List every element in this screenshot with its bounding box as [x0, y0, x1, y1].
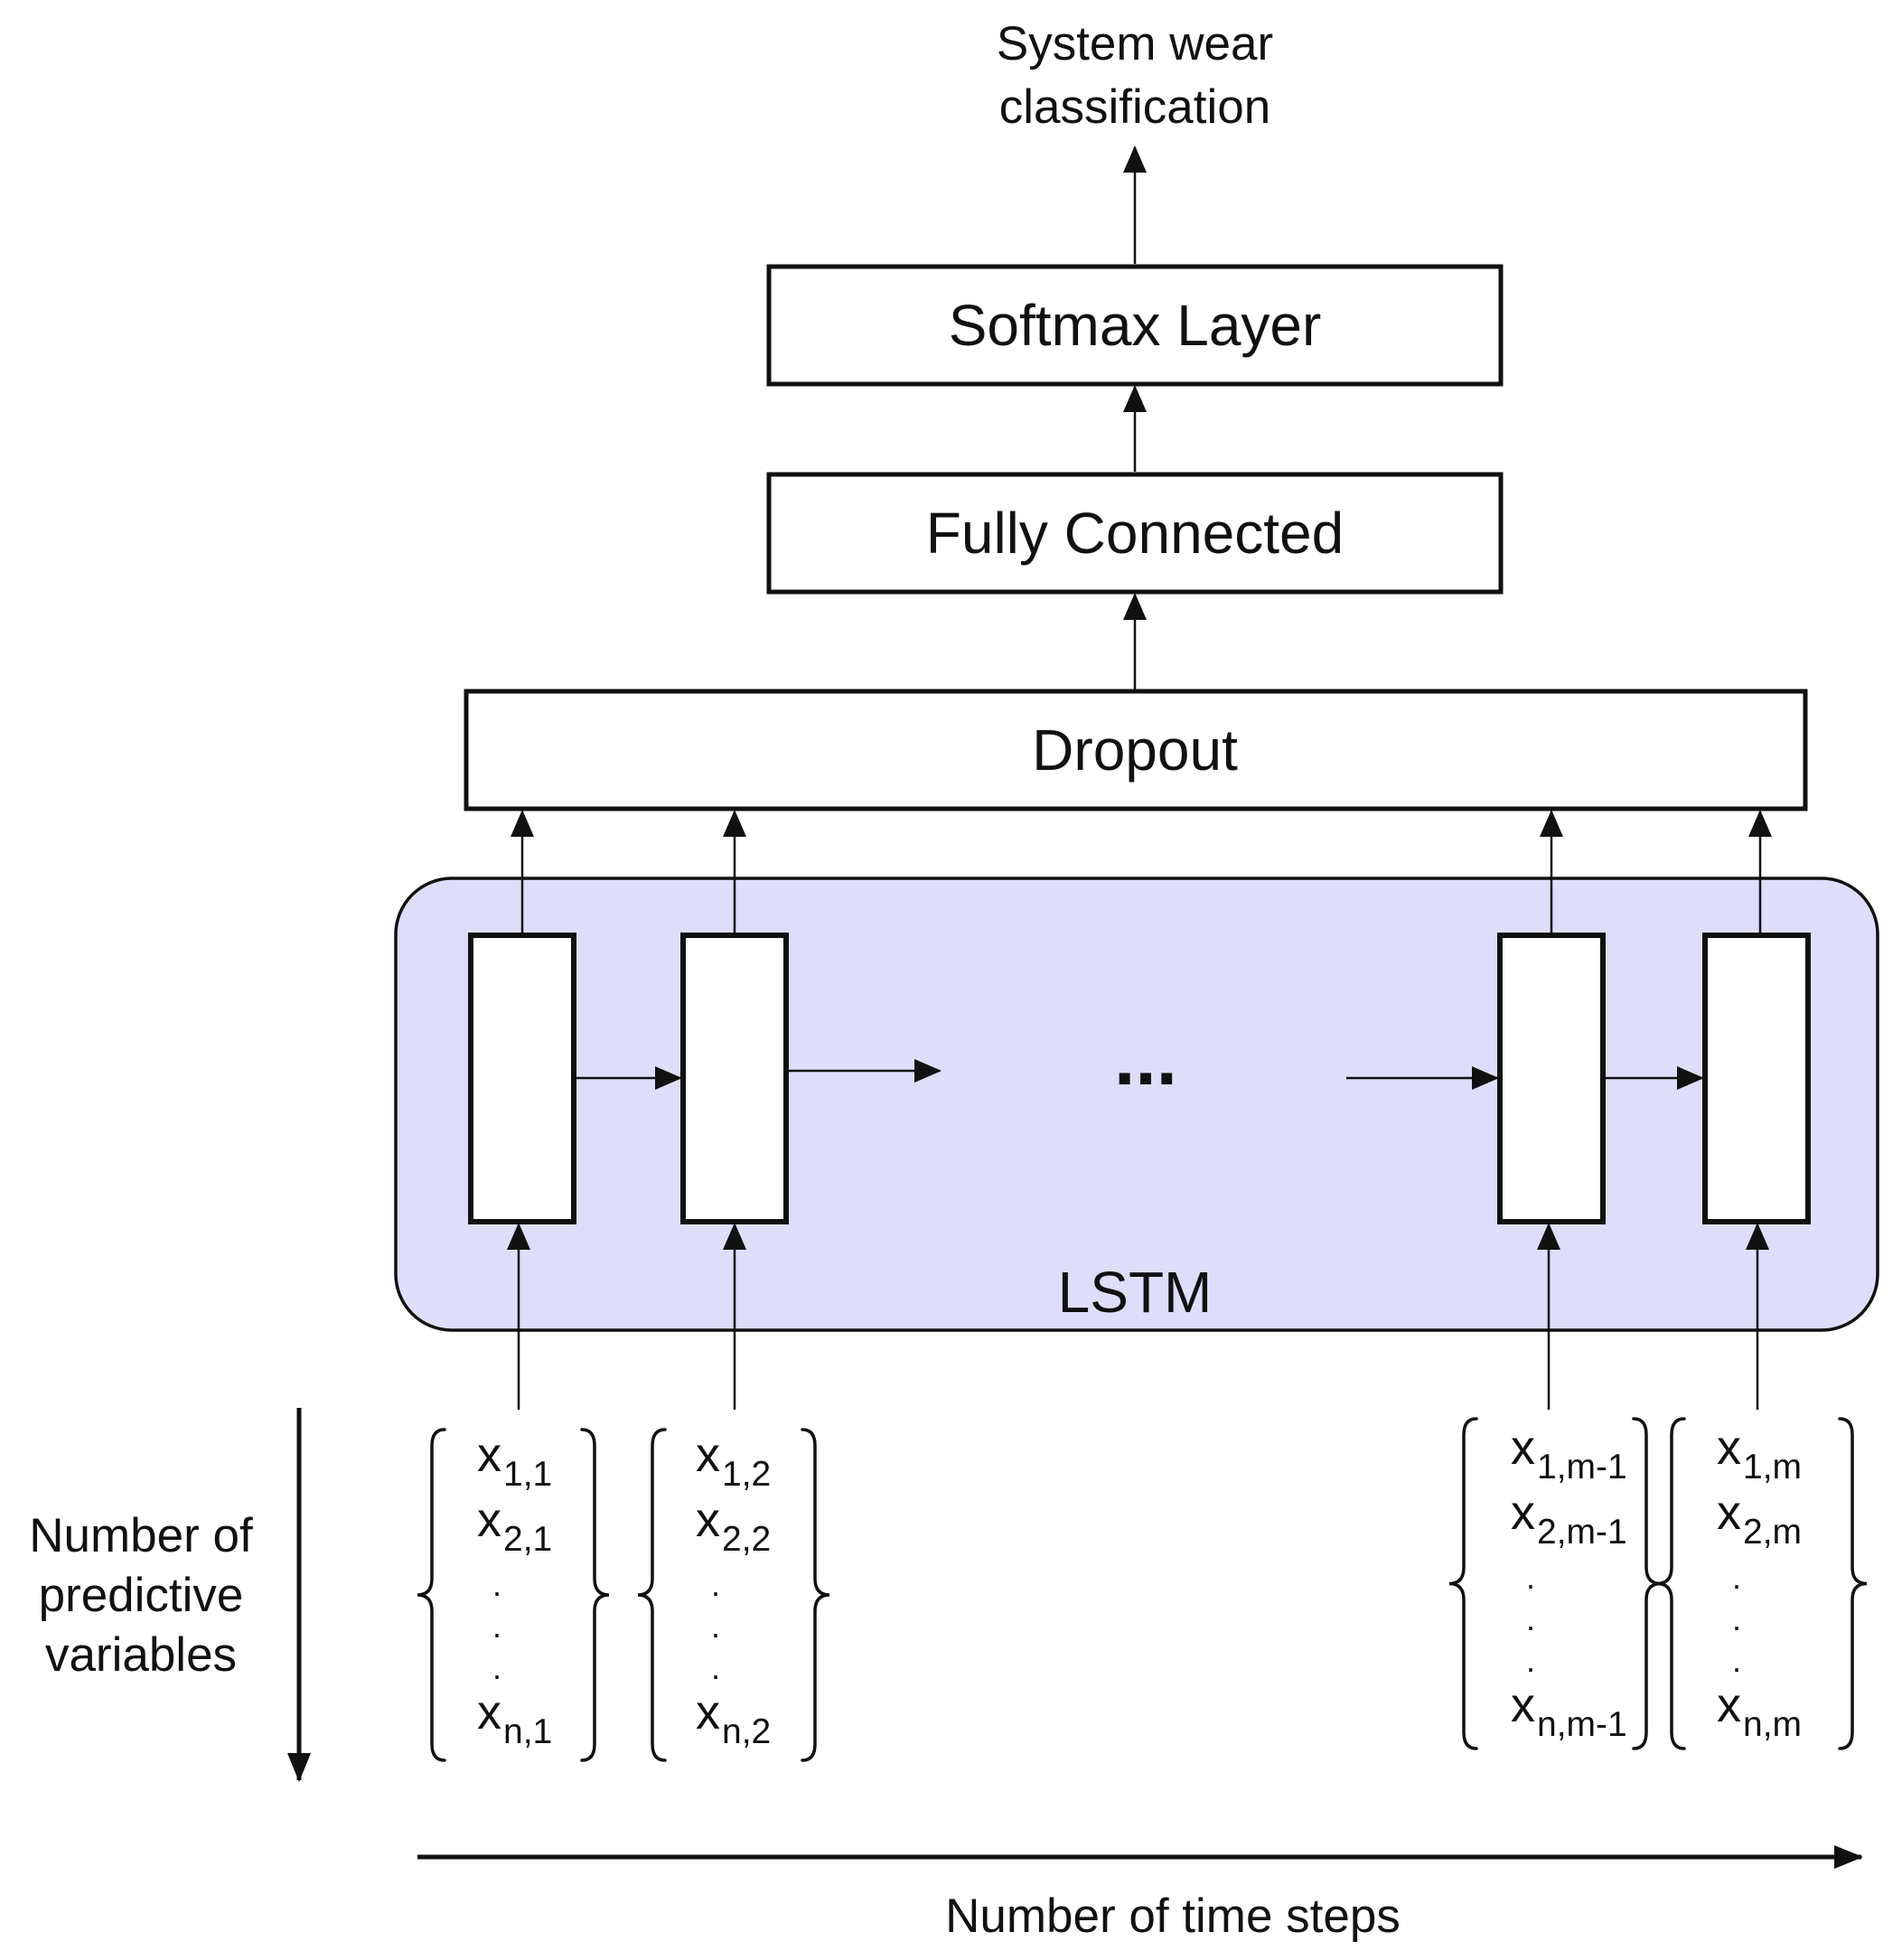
left-brace [417, 1428, 446, 1762]
input-vector-2: x1,2x2,2 xn,2... [637, 1428, 830, 1762]
time-axis-label: Number of time steps [945, 1890, 1401, 1943]
lstm-cell-m [1702, 933, 1811, 1224]
output-label-line-1: System wear [997, 17, 1273, 70]
softmax-label: Softmax Layer [949, 293, 1322, 358]
vector-element: xn,1 [477, 1685, 552, 1751]
vector-ellipsis-dot: . [711, 1649, 720, 1686]
vector-ellipsis-dot: . [1526, 1642, 1535, 1679]
vector-ellipsis-dot: . [1732, 1559, 1741, 1596]
lstm-cell-2 [680, 933, 789, 1224]
dropout-layer: Dropout [464, 689, 1808, 811]
lstm-cell-1 [468, 933, 576, 1224]
left-brace [1656, 1417, 1686, 1750]
vector-ellipsis-dot: . [492, 1566, 501, 1603]
vector-ellipsis-dot: . [1732, 1600, 1741, 1637]
fully-connected-label: Fully Connected [926, 501, 1344, 566]
lstm-block: LSTM ... [394, 877, 1879, 1332]
vector-ellipsis-dot: . [492, 1649, 501, 1686]
vector-element: x2,m [1717, 1486, 1802, 1552]
vector-element: xn,m [1717, 1678, 1802, 1744]
fully-connected-layer: Fully Connected [766, 472, 1504, 595]
right-brace [1838, 1417, 1868, 1750]
right-brace [580, 1428, 610, 1762]
input-vector-m: x1,mx2,m xn,m... [1656, 1417, 1868, 1750]
vector-element: x1,m [1717, 1421, 1802, 1486]
right-brace [801, 1428, 830, 1762]
input-vector-m-1: x1,m-1x2,m-1 xn,m-1... [1448, 1417, 1662, 1750]
vector-element: x1,2 [696, 1428, 771, 1494]
left-brace [1448, 1417, 1478, 1750]
left-brace [637, 1428, 667, 1762]
vector-element: x2,1 [477, 1493, 552, 1559]
variables-axis-label-line-1: Number of [29, 1509, 253, 1562]
input-vector-1: x1,1x2,1 xn,1... [417, 1428, 610, 1762]
vector-ellipsis-dot: . [711, 1608, 720, 1645]
input-vectors: x1,1x2,1xn,1...x1,2x2,2xn,2...x1,m-1x2,m… [417, 1417, 1868, 1762]
softmax-layer: Softmax Layer [766, 264, 1504, 387]
vector-ellipsis-dot: . [1526, 1559, 1535, 1596]
vector-element: xn,m-1 [1511, 1678, 1627, 1744]
vector-element: x1,1 [477, 1428, 552, 1494]
right-brace [1632, 1417, 1662, 1750]
vector-ellipsis-dot: . [711, 1566, 720, 1603]
dropout-label: Dropout [1032, 717, 1238, 783]
vector-element: x1,m-1 [1511, 1421, 1627, 1486]
vector-element: x2,m-1 [1511, 1486, 1627, 1552]
vector-ellipsis-dot: . [492, 1608, 501, 1645]
vector-element: x2,2 [696, 1493, 771, 1559]
output-label-line-2: classification [999, 80, 1270, 134]
vector-element: xn,2 [696, 1685, 771, 1751]
vector-ellipsis-dot: . [1526, 1600, 1535, 1637]
lstm-label: LSTM [1058, 1260, 1213, 1325]
vector-ellipsis-dot: . [1732, 1642, 1741, 1679]
variables-axis-label-line-3: variables [45, 1628, 237, 1682]
variables-axis-label-line-2: predictive [39, 1569, 244, 1622]
lstm-cell-m-1 [1497, 933, 1606, 1224]
ellipsis: ... [1114, 1016, 1177, 1101]
